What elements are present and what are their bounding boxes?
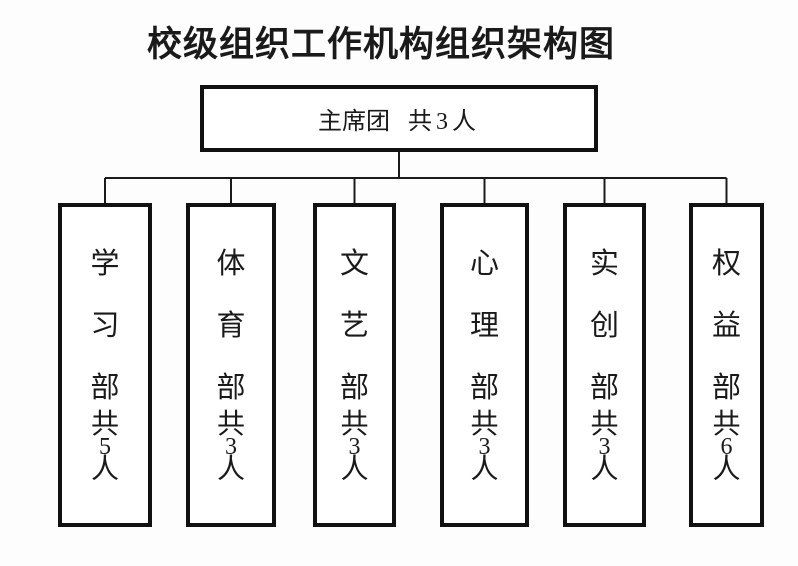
chart-title: 校级组织工作机构组织架构图 [146, 25, 615, 64]
dept-count-char: 6 [720, 433, 733, 460]
dept-name-char: 理 [469, 309, 499, 342]
dept-name: 实创部 [590, 249, 619, 403]
dept-count-char: 人 [712, 453, 741, 485]
dept-name-char: 习 [90, 309, 120, 342]
dept-name: 体育部 [216, 249, 245, 403]
dept-count-char: 共 [216, 408, 245, 440]
dept-name: 心理部 [470, 249, 499, 403]
dept-name-char: 体 [216, 247, 246, 280]
dept-count-char: 共 [590, 408, 619, 440]
dept-name-char: 部 [216, 371, 246, 404]
dept-count-char: 人 [340, 453, 369, 485]
dept-count-char: 共 [340, 408, 369, 440]
dept-name-char: 艺 [339, 309, 369, 342]
dept-count-char: 3 [478, 433, 491, 460]
dept-name-char: 部 [711, 371, 741, 404]
dept-count-char: 3 [598, 433, 611, 460]
dept-name-char: 学 [90, 247, 120, 280]
dept-name-char: 部 [339, 371, 369, 404]
dept-count-char: 人 [216, 453, 245, 485]
dept-name-char: 部 [589, 371, 619, 404]
dept-name-char: 实 [589, 247, 619, 280]
dept-count-char: 5 [98, 433, 111, 460]
presidium-label: 主席团 [318, 109, 390, 135]
dept-name-char: 育 [216, 309, 246, 342]
dept-count-char: 人 [590, 453, 619, 485]
dept-name-char: 文 [339, 247, 369, 280]
dept-name: 文艺部 [340, 249, 369, 403]
dept-count-char: 共 [90, 408, 119, 440]
dept-count-char: 共 [470, 408, 499, 440]
dept-count-char: 人 [90, 453, 119, 485]
dept-count-char: 3 [348, 433, 361, 460]
presidium-count: 共3人 [408, 109, 480, 135]
dept-count-char: 3 [224, 433, 237, 460]
dept-name: 权益部 [712, 249, 741, 403]
dept-name: 学习部 [90, 249, 119, 403]
dept-count-char: 人 [470, 453, 499, 485]
dept-name-char: 心 [469, 247, 499, 280]
dept-name-char: 权 [711, 247, 741, 280]
dept-name-char: 部 [469, 371, 499, 404]
dept-name-char: 创 [589, 309, 619, 342]
dept-name-char: 部 [90, 371, 120, 404]
dept-count-char: 共 [712, 408, 741, 440]
presidium-box: 主席团 共3人 [200, 85, 598, 152]
dept-name-char: 益 [711, 309, 741, 342]
